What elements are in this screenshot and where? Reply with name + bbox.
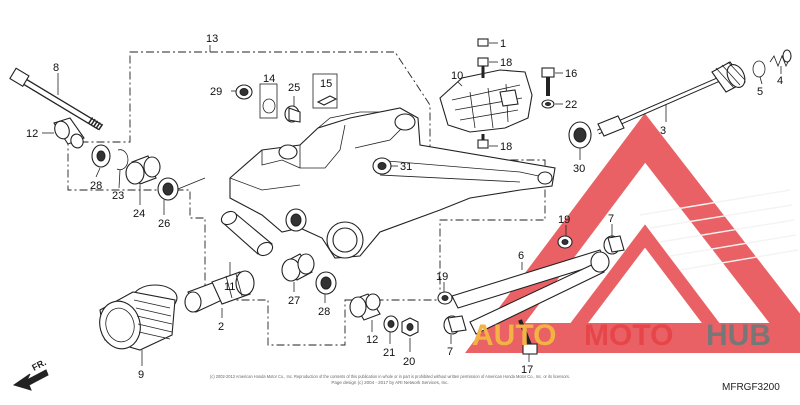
callout-28-left: 28 (90, 180, 102, 192)
pivot-bolt (9, 67, 104, 131)
bushing-19-right (557, 235, 573, 249)
callout-2: 2 (218, 321, 224, 333)
collar-12-lower (349, 293, 381, 321)
callout-8: 8 (53, 62, 59, 74)
bushing-19-left (437, 291, 453, 305)
collar-11 (220, 210, 274, 257)
collar-left (53, 117, 85, 149)
callout-30: 30 (573, 163, 585, 175)
collar-7-left (443, 315, 467, 335)
bearing-28-left (91, 144, 111, 168)
bolt-18-top (477, 57, 489, 78)
bolt-16 (541, 67, 555, 96)
callout-12-lower: 12 (366, 334, 378, 346)
callout-27: 27 (288, 295, 300, 307)
circlip-23 (116, 149, 129, 171)
boot-9 (99, 284, 178, 351)
dust-seal-25 (284, 105, 301, 123)
washer-22 (541, 99, 555, 109)
callout-13: 13 (206, 33, 218, 45)
callout-3: 3 (660, 125, 666, 137)
spring-4 (769, 49, 792, 68)
drive-shaft-3 (597, 61, 746, 137)
bolt-17 (518, 319, 538, 355)
callout-12-left: 12 (26, 128, 38, 140)
stopper-ring-5 (752, 60, 766, 78)
bearing-28-lower (315, 271, 337, 295)
chain-guard-10 (439, 69, 533, 133)
callout-6: 6 (518, 250, 524, 262)
callout-26: 26 (158, 218, 170, 230)
callout-16: 16 (565, 68, 577, 80)
callout-9: 9 (138, 369, 144, 381)
watermark-brand: AUTO MOTO HUB (472, 319, 771, 352)
callout-7-right: 7 (608, 213, 614, 225)
cap-1 (477, 38, 489, 47)
callout-18-bottom: 18 (500, 141, 512, 153)
bushing-29 (235, 84, 253, 100)
callout-23: 23 (112, 190, 124, 202)
watermark-brand-part3: HUB (706, 319, 771, 352)
callout-17: 17 (521, 364, 533, 376)
callout-24: 24 (133, 208, 145, 220)
callout-19-right: 19 (558, 214, 570, 226)
swingarm (229, 107, 556, 259)
label-plate-15 (312, 73, 338, 109)
callout-20: 20 (403, 356, 415, 368)
callout-5: 5 (757, 86, 763, 98)
bearing-27 (281, 253, 315, 282)
callout-10: 10 (451, 70, 463, 82)
callout-28-lower: 28 (318, 306, 330, 318)
grommet-31 (372, 157, 392, 175)
watermark-brand-part2: MOTO (584, 319, 673, 352)
copyright-line-1: (c) 2002-2013 American Honda Motor Co., … (210, 374, 570, 379)
copyright-line-2: Page design (c) 2004 - 2017 by ARI Netwo… (331, 380, 448, 385)
bearing-26 (157, 177, 179, 201)
washer-21 (383, 315, 399, 333)
callout-14: 14 (263, 73, 275, 85)
callout-11: 11 (224, 281, 235, 293)
callout-18-top: 18 (500, 57, 512, 69)
front-arrow-icon (12, 369, 49, 391)
callout-25: 25 (288, 82, 300, 94)
callout-29: 29 (210, 86, 222, 98)
collar-7-right (603, 235, 625, 255)
nut-20 (401, 317, 419, 337)
oil-seal-30 (568, 121, 592, 149)
callout-21: 21 (383, 347, 395, 359)
callout-1: 1 (500, 38, 506, 50)
o-ring-14 (259, 83, 278, 119)
callout-15: 15 (320, 78, 332, 90)
torque-rod-6 (451, 249, 610, 335)
callout-19-left: 19 (436, 271, 448, 283)
bolt-18-bottom (477, 134, 489, 149)
bearing-24 (125, 155, 161, 185)
universal-joint-2 (184, 270, 255, 313)
callout-22: 22 (565, 99, 577, 111)
callout-31: 31 (400, 161, 412, 173)
watermark-brand-part1: AUTO (472, 319, 556, 352)
diagram-code: MFRGF3200 (722, 382, 780, 393)
callout-7-left: 7 (447, 346, 453, 358)
callout-4: 4 (777, 75, 783, 87)
